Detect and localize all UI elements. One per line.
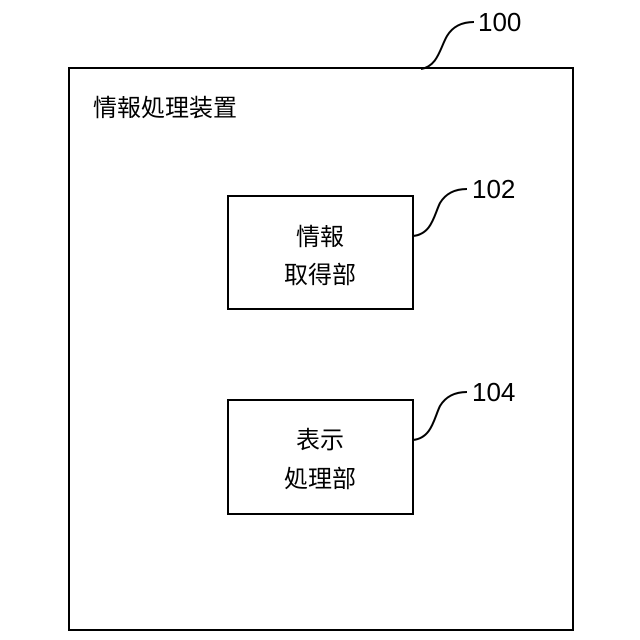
device-leader-line <box>421 22 474 69</box>
display-processing-block-line1: 表示 <box>296 426 344 454</box>
info-acquisition-ref-label: 102 <box>472 174 515 204</box>
device-ref-label: 100 <box>478 7 521 37</box>
display-processing-block <box>228 400 413 514</box>
device-title: 情報処理装置 <box>93 94 237 122</box>
info-acquisition-block <box>228 196 413 309</box>
display-processing-ref-label: 104 <box>472 377 515 407</box>
display-processing-block-line2: 処理部 <box>284 465 356 493</box>
info-acquisition-block-line1: 情報 <box>296 223 344 251</box>
device-frame <box>69 68 573 630</box>
info-acquisition-block-line2: 取得部 <box>284 261 356 289</box>
